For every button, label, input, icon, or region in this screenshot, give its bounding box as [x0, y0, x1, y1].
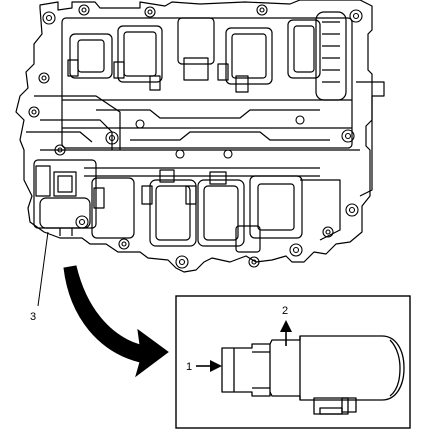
leader-line-3: [37, 231, 49, 307]
valve-body-assembly-icon: [15, 0, 385, 273]
lift-arrow-icon: [280, 320, 292, 346]
callout-1: 1: [186, 361, 192, 373]
callout-3: 3: [30, 311, 36, 323]
shift-solenoid-icon: [221, 335, 405, 415]
detail-frame: [175, 295, 411, 429]
curved-arrow-icon: [63, 265, 169, 378]
push-arrow-icon: [196, 360, 222, 372]
bolt-holes: [28, 4, 363, 269]
callout-2: 2: [282, 305, 288, 317]
detail-inset: 1 2: [175, 295, 411, 429]
